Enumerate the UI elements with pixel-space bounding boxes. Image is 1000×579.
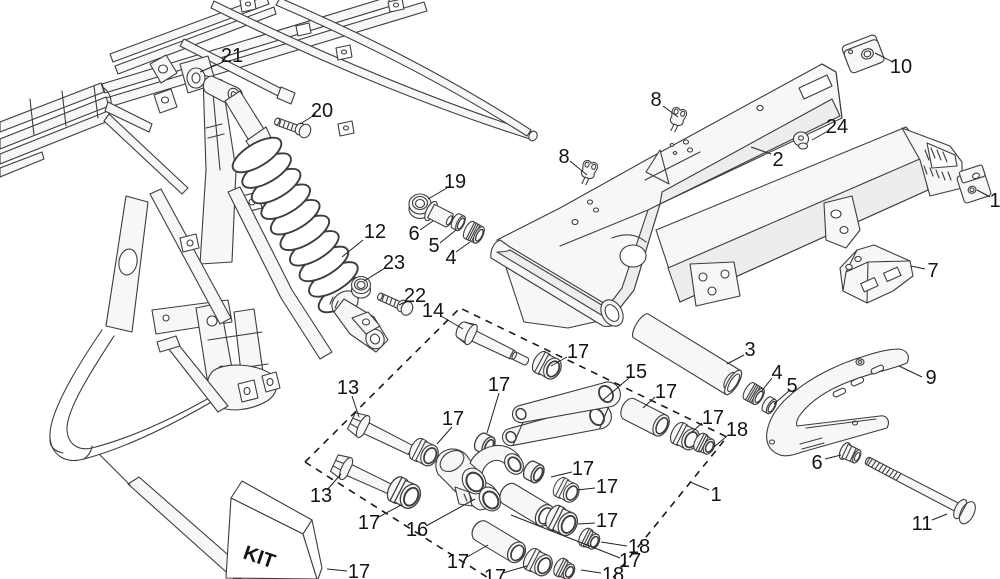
svg-text:10: 10 [890, 56, 912, 78]
svg-text:2: 2 [772, 149, 783, 171]
svg-text:17: 17 [488, 374, 510, 396]
svg-text:5: 5 [428, 235, 439, 257]
svg-text:18: 18 [628, 536, 650, 558]
svg-text:17: 17 [442, 408, 464, 430]
svg-text:17: 17 [596, 510, 618, 532]
svg-text:5: 5 [786, 375, 797, 397]
svg-text:17: 17 [447, 551, 469, 573]
svg-text:12: 12 [364, 221, 386, 243]
svg-text:15: 15 [625, 361, 647, 383]
svg-text:16: 16 [406, 519, 428, 541]
svg-text:17: 17 [702, 407, 724, 429]
svg-text:20: 20 [311, 100, 333, 122]
svg-text:17: 17 [484, 566, 506, 579]
svg-text:17: 17 [619, 550, 641, 572]
svg-text:14: 14 [422, 300, 444, 322]
svg-text:22: 22 [404, 285, 426, 307]
svg-text:17: 17 [572, 458, 594, 480]
svg-text:19: 19 [444, 171, 466, 193]
svg-text:11: 11 [912, 513, 933, 535]
svg-text:18: 18 [726, 419, 748, 441]
svg-text:1: 1 [989, 190, 1000, 212]
svg-text:23: 23 [383, 252, 405, 274]
svg-text:1: 1 [710, 484, 721, 506]
svg-text:17: 17 [596, 476, 618, 498]
svg-text:17: 17 [348, 561, 370, 579]
svg-text:4: 4 [771, 362, 782, 384]
svg-text:21: 21 [221, 45, 243, 67]
svg-text:8: 8 [558, 146, 569, 168]
svg-text:8: 8 [650, 89, 661, 111]
svg-text:18: 18 [602, 564, 624, 579]
svg-text:17: 17 [358, 512, 380, 534]
svg-text:6: 6 [408, 223, 419, 245]
svg-text:17: 17 [655, 381, 677, 403]
svg-text:13: 13 [337, 377, 359, 399]
svg-text:13: 13 [310, 485, 332, 507]
svg-text:24: 24 [826, 116, 848, 138]
svg-text:3: 3 [744, 339, 755, 361]
svg-text:7: 7 [927, 260, 938, 282]
svg-text:6: 6 [811, 452, 822, 474]
svg-text:9: 9 [925, 367, 936, 389]
svg-text:4: 4 [445, 247, 456, 269]
svg-text:17: 17 [567, 341, 589, 363]
